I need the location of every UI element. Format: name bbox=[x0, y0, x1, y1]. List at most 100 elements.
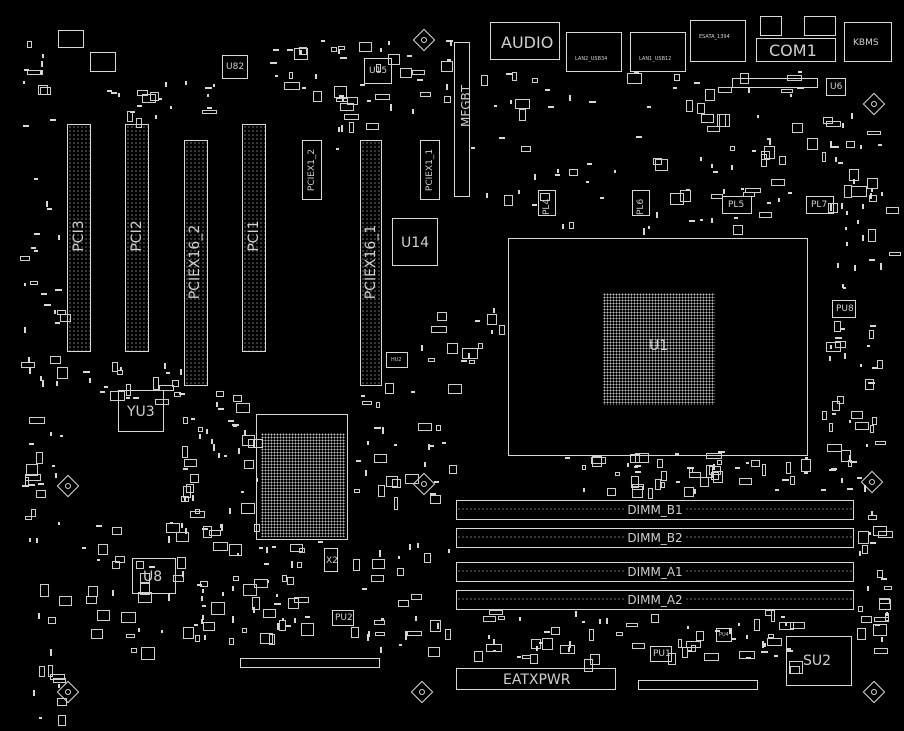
label-com1: COM1 bbox=[769, 41, 817, 60]
smd-part bbox=[845, 140, 856, 149]
component-u15[interactable]: U15 bbox=[364, 58, 392, 84]
smd-part bbox=[176, 556, 187, 569]
component-su2[interactable]: SU2 bbox=[786, 636, 852, 686]
smd-part bbox=[228, 420, 235, 422]
slot-dimm-b2[interactable]: DIMM_B2 bbox=[456, 528, 854, 548]
inductor-pl7[interactable]: PL7 bbox=[806, 196, 834, 214]
slot-pciex1-1[interactable] bbox=[420, 140, 440, 200]
smd-part bbox=[715, 630, 720, 633]
smd-part bbox=[42, 380, 45, 387]
smd-part bbox=[338, 46, 346, 51]
smd-part bbox=[739, 72, 749, 84]
component-u82[interactable]: U82 bbox=[222, 55, 248, 79]
smd-part bbox=[142, 93, 156, 104]
smd-part bbox=[294, 48, 308, 60]
component-yu3[interactable]: YU3 bbox=[118, 390, 164, 432]
smd-part bbox=[217, 453, 220, 459]
connector-esata-1394[interactable]: ESATA_1394 bbox=[690, 20, 746, 62]
chipset-bga[interactable] bbox=[256, 414, 348, 540]
label-u15: U15 bbox=[369, 66, 388, 76]
smd-part bbox=[176, 532, 190, 543]
label-u82: U82 bbox=[226, 62, 245, 72]
smd-part bbox=[167, 536, 170, 544]
smd-part bbox=[378, 484, 385, 498]
slot-dimm-b1[interactable]: DIMM_B1 bbox=[456, 500, 854, 520]
smd-part bbox=[25, 515, 33, 521]
smd-part bbox=[448, 464, 458, 474]
smd-part bbox=[38, 483, 44, 486]
smd-part bbox=[120, 611, 137, 624]
connector-floppy[interactable] bbox=[638, 680, 758, 690]
slot-pci2[interactable] bbox=[125, 124, 149, 352]
component-pu2[interactable]: PU2 bbox=[332, 610, 354, 626]
smd-part bbox=[82, 370, 90, 373]
smd-part bbox=[201, 110, 217, 115]
smd-part bbox=[29, 416, 45, 425]
smd-part bbox=[424, 552, 431, 564]
smd-part bbox=[660, 481, 666, 489]
smd-part bbox=[846, 488, 854, 491]
inductor-pl4[interactable]: PL4 bbox=[538, 190, 556, 216]
component-u6[interactable]: U6 bbox=[826, 78, 846, 96]
slot-pciex16-2[interactable] bbox=[184, 140, 208, 386]
inductor-pl5[interactable]: PL5 bbox=[722, 196, 752, 214]
smd-part bbox=[827, 443, 842, 453]
smd-part bbox=[233, 576, 239, 581]
connector-lan2-usb34[interactable]: LAN2_USB34 bbox=[566, 32, 622, 72]
label-pci2: PCI2 bbox=[129, 220, 145, 252]
component-u14[interactable]: U14 bbox=[392, 218, 438, 266]
label-dimm-b2: DIMM_B2 bbox=[624, 531, 686, 545]
smd-part bbox=[20, 255, 30, 261]
connector-com1[interactable]: COM1 bbox=[756, 38, 836, 62]
inductor-pl6[interactable]: PL6 bbox=[632, 190, 650, 216]
cpu-socket-u1[interactable]: U1 bbox=[508, 238, 808, 456]
slot-pci1[interactable] bbox=[242, 124, 266, 352]
smd-part bbox=[874, 616, 889, 623]
slot-dimm-a1[interactable]: DIMM_A1 bbox=[456, 562, 854, 582]
component-pu8[interactable]: PU8 bbox=[832, 300, 856, 318]
component-pu4[interactable]: PU4 bbox=[716, 628, 732, 642]
smd-part bbox=[832, 146, 840, 149]
slot-dimm-a2[interactable]: DIMM_A2 bbox=[456, 590, 854, 610]
smd-part bbox=[539, 192, 550, 202]
connector-audio[interactable]: AUDIO bbox=[490, 22, 560, 60]
connector-kbms[interactable]: KBMS bbox=[844, 22, 892, 62]
smd-part bbox=[39, 71, 42, 75]
smd-part bbox=[138, 592, 153, 603]
smd-part bbox=[206, 93, 209, 97]
connector-lan1-usb12[interactable]: LAN1_USB12 bbox=[630, 32, 686, 72]
label-eatxpwr: EATXPWR bbox=[503, 672, 571, 688]
smd-part bbox=[780, 616, 786, 619]
smd-part bbox=[766, 638, 782, 647]
component-hu2[interactable]: HU2 bbox=[386, 352, 408, 368]
smd-part bbox=[364, 470, 367, 476]
smd-part bbox=[746, 634, 749, 640]
smd-part bbox=[276, 623, 279, 630]
smd-part bbox=[201, 589, 204, 594]
slot-pci3[interactable] bbox=[67, 124, 91, 352]
component-am3[interactable] bbox=[90, 52, 116, 72]
label-u6: U6 bbox=[830, 82, 843, 92]
smd-part bbox=[493, 639, 496, 645]
smd-part bbox=[740, 187, 745, 190]
smd-part bbox=[679, 189, 691, 203]
slot-pciex16-1[interactable] bbox=[360, 140, 382, 386]
crystal-x2[interactable]: X2 bbox=[324, 548, 338, 572]
component-pu1[interactable]: PU1 bbox=[650, 646, 672, 662]
smd-part bbox=[694, 488, 697, 494]
slot-pciex1-2[interactable] bbox=[302, 140, 322, 200]
chipset-pin-array bbox=[261, 433, 345, 537]
connector-pri-ide[interactable] bbox=[240, 658, 380, 668]
connector-mfgbt[interactable] bbox=[454, 42, 470, 197]
smd-part bbox=[148, 566, 155, 569]
connector-eatxpwr[interactable]: EATXPWR bbox=[456, 668, 616, 690]
smd-part bbox=[201, 527, 209, 530]
smd-part bbox=[355, 459, 361, 462]
smd-part bbox=[674, 74, 680, 81]
smd-part bbox=[415, 616, 418, 621]
smd-part bbox=[47, 665, 53, 677]
smd-part bbox=[786, 650, 793, 653]
smd-part bbox=[517, 655, 522, 658]
component-h5[interactable] bbox=[58, 30, 84, 48]
label-pl5: PL5 bbox=[728, 200, 745, 210]
